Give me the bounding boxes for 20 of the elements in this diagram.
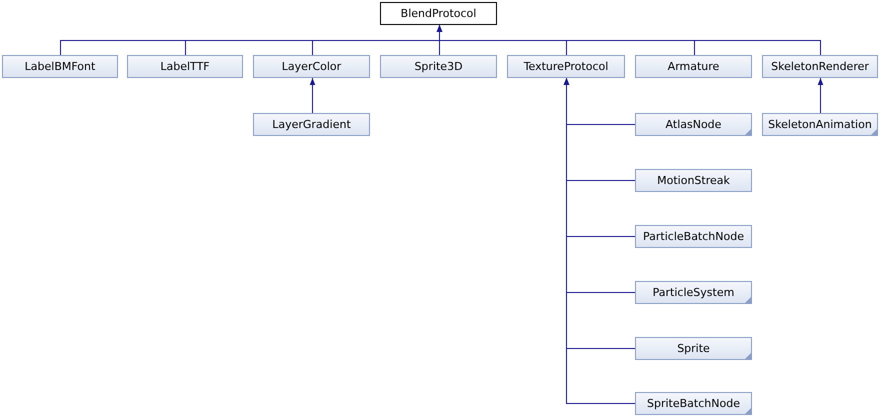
class-box: Armature (635, 55, 752, 78)
class-box: ParticleBatchNode (635, 225, 752, 248)
class-box: LabelTTF (127, 55, 243, 78)
class-box: LabelBMFont (2, 55, 118, 78)
class-box: ParticleSystem (635, 281, 752, 304)
class-box: BlendProtocol (380, 2, 497, 25)
class-box: AtlasNode (635, 113, 752, 136)
inheritance-arrow (818, 78, 824, 114)
class-box: SkeletonRenderer (762, 55, 878, 78)
class-box: Sprite3D (380, 55, 497, 78)
class-box: Sprite (635, 337, 752, 360)
class-box: MotionStreak (635, 169, 752, 192)
class-box: LayerGradient (253, 113, 370, 136)
class-box: SkeletonAnimation (762, 113, 878, 136)
inheritance-arrow (436, 24, 821, 56)
class-box: LayerColor (253, 55, 370, 78)
inheritance-arrow (310, 78, 316, 114)
class-box: SpriteBatchNode (635, 392, 752, 415)
class-box: TextureProtocol (507, 55, 625, 78)
inheritance-arrow (564, 78, 636, 404)
